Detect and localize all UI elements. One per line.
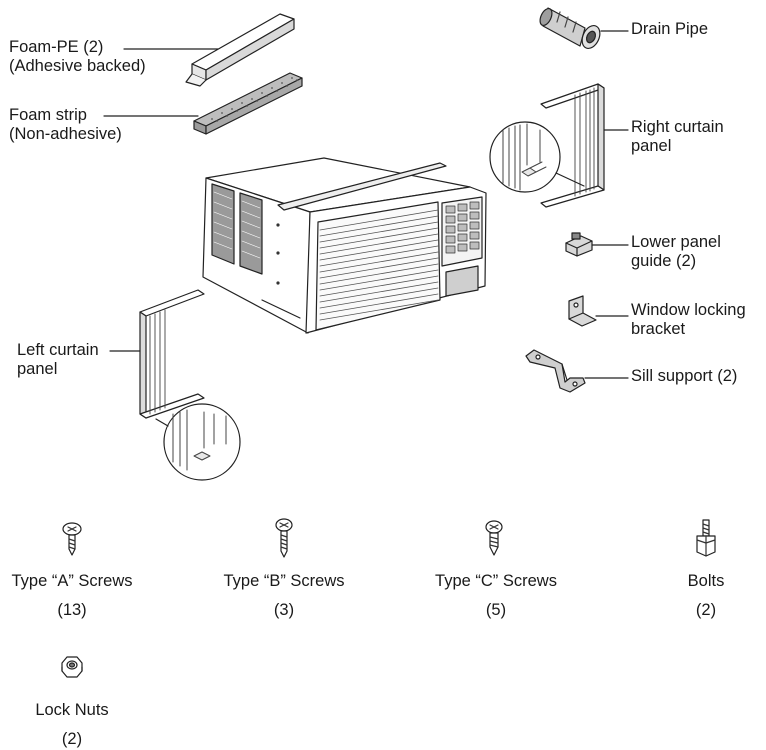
type-a-screw-icon xyxy=(62,522,82,556)
drain-pipe-label: Drain Pipe xyxy=(631,20,708,39)
bolts-caption: Bolts (2) xyxy=(656,572,756,620)
foam-strip-label: Foam strip (Non-adhesive) xyxy=(9,106,122,144)
type-c-screws-name: Type “C” Screws xyxy=(435,572,557,590)
lock-nuts-name: Lock Nuts xyxy=(35,701,109,719)
type-b-screws-count: (3) xyxy=(273,601,295,619)
type-a-screws-name: Type “A” Screws xyxy=(11,572,133,590)
foam-strip-name: Foam strip xyxy=(9,106,87,124)
left-curtain-line1: Left curtain xyxy=(17,341,99,359)
left-curtain-line2: panel xyxy=(17,360,58,378)
foam-pe-label: Foam-PE (2) (Adhesive backed) xyxy=(9,38,146,76)
locking-bracket-line2: bracket xyxy=(631,320,686,338)
right-curtain-label: Right curtain panel xyxy=(631,118,724,156)
left-curtain-panel-icon xyxy=(139,289,241,481)
foam-pe-note: (Adhesive backed) xyxy=(9,57,146,75)
lock-nuts-count: (2) xyxy=(61,730,83,748)
bolts-count: (2) xyxy=(695,601,717,619)
bolt-icon xyxy=(696,519,716,557)
lock-nut-icon xyxy=(61,656,83,678)
lower-guide-label: Lower panel guide (2) xyxy=(631,233,721,271)
locking-bracket-line1: Window locking xyxy=(631,301,746,319)
lower-guide-line2: guide (2) xyxy=(631,252,697,270)
lock-nuts-caption: Lock Nuts (2) xyxy=(12,701,132,749)
sill-support-icon xyxy=(525,349,586,393)
locking-bracket-label: Window locking bracket xyxy=(631,301,746,339)
drain-pipe-name: Drain Pipe xyxy=(631,20,709,38)
left-curtain-label: Left curtain panel xyxy=(17,341,99,379)
bolts-name: Bolts xyxy=(687,572,725,590)
foam-strip-icon xyxy=(193,72,303,135)
air-conditioner-unit xyxy=(202,157,487,334)
type-c-screws-caption: Type “C” Screws (5) xyxy=(426,572,566,620)
type-a-screws-count: (13) xyxy=(57,601,87,619)
drain-pipe-icon xyxy=(539,7,601,49)
lower-panel-guide-icon xyxy=(565,232,593,257)
type-b-screws-name: Type “B” Screws xyxy=(223,572,345,590)
type-c-screws-count: (5) xyxy=(485,601,507,619)
lower-guide-line1: Lower panel xyxy=(631,233,721,251)
type-c-screw-icon xyxy=(485,520,503,556)
sill-support-name: Sill support (2) xyxy=(631,367,738,385)
type-b-screw-icon xyxy=(275,518,293,558)
foam-pe-icon xyxy=(185,13,295,87)
type-b-screws-caption: Type “B” Screws (3) xyxy=(214,572,354,620)
right-curtain-panel-icon xyxy=(489,83,605,208)
type-a-screws-caption: Type “A” Screws (13) xyxy=(2,572,142,620)
right-curtain-line2: panel xyxy=(631,137,672,155)
foam-pe-name: Foam-PE (2) xyxy=(9,38,104,56)
sill-support-label: Sill support (2) xyxy=(631,367,737,386)
right-curtain-line1: Right curtain xyxy=(631,118,724,136)
window-locking-bracket-icon xyxy=(568,295,597,327)
foam-strip-note: (Non-adhesive) xyxy=(9,125,122,143)
